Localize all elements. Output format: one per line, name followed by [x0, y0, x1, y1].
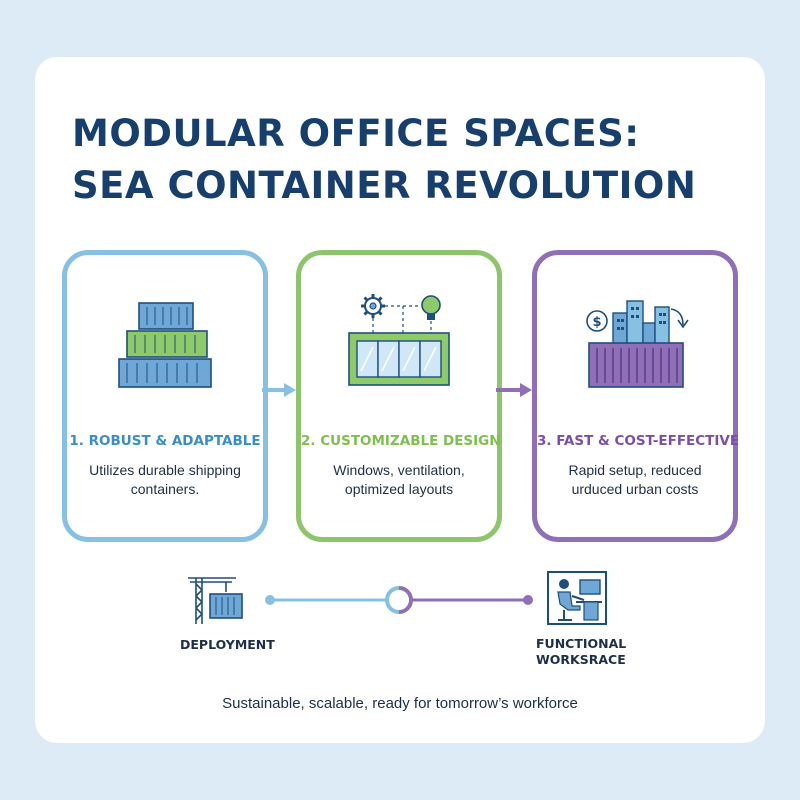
step-description: Windows, ventilation, optimized layouts [333, 462, 465, 497]
gear-icon [361, 294, 385, 318]
step-description: Utilizes durable shipping containers. [89, 462, 241, 497]
dollar-coin-icon: $ [586, 310, 608, 332]
step-card-robust: 1. ROBUST & ADAPTABLE Utilizes durable s… [62, 250, 268, 542]
arrow-right-icon [496, 383, 532, 397]
step-title: 2. CUSTOMIZABLE DESIGN [301, 433, 501, 449]
svg-text:$: $ [592, 315, 601, 330]
footer-tagline: Sustainable, scalable, ready for tomorro… [222, 695, 578, 712]
timeline-end-label: FUNCTIONAL WORKSRACE [536, 636, 626, 668]
timeline-end-label-line-1: FUNCTIONAL [536, 636, 627, 651]
title-line-2: SEA CONTAINER REVOLUTION [72, 164, 697, 207]
step-card-cost-effective: $ 3. FAST & COST-EF [532, 250, 740, 542]
step-title: 3. FAST & COST-EFFECTIVE [537, 433, 740, 449]
arrow-right-icon [262, 383, 296, 397]
down-arrow-icon [670, 308, 689, 329]
timeline-end-label-line-2: WORKSRACE [536, 652, 626, 667]
step-description: Rapid setup, reduced urduced urban costs [568, 462, 702, 497]
step-title: 1. ROBUST & ADAPTABLE [69, 433, 261, 449]
windowed-container-icon [348, 294, 450, 386]
progress-timeline [265, 586, 533, 614]
timeline-start-label: DEPLOYMENT [180, 637, 275, 652]
crane-container-icon [188, 577, 243, 624]
lightbulb-icon [421, 295, 441, 320]
stacked-containers-icon [118, 302, 212, 388]
office-worker-icon [547, 571, 607, 625]
title-line-1: MODULAR OFFICE SPACES: [72, 112, 640, 155]
page-title: MODULAR OFFICE SPACES: SEA CONTAINER REV… [72, 108, 712, 212]
city-cost-container-icon: $ [586, 300, 689, 388]
step-card-customizable: 2. CUSTOMIZABLE DESIGN Windows, ventilat… [296, 250, 502, 542]
